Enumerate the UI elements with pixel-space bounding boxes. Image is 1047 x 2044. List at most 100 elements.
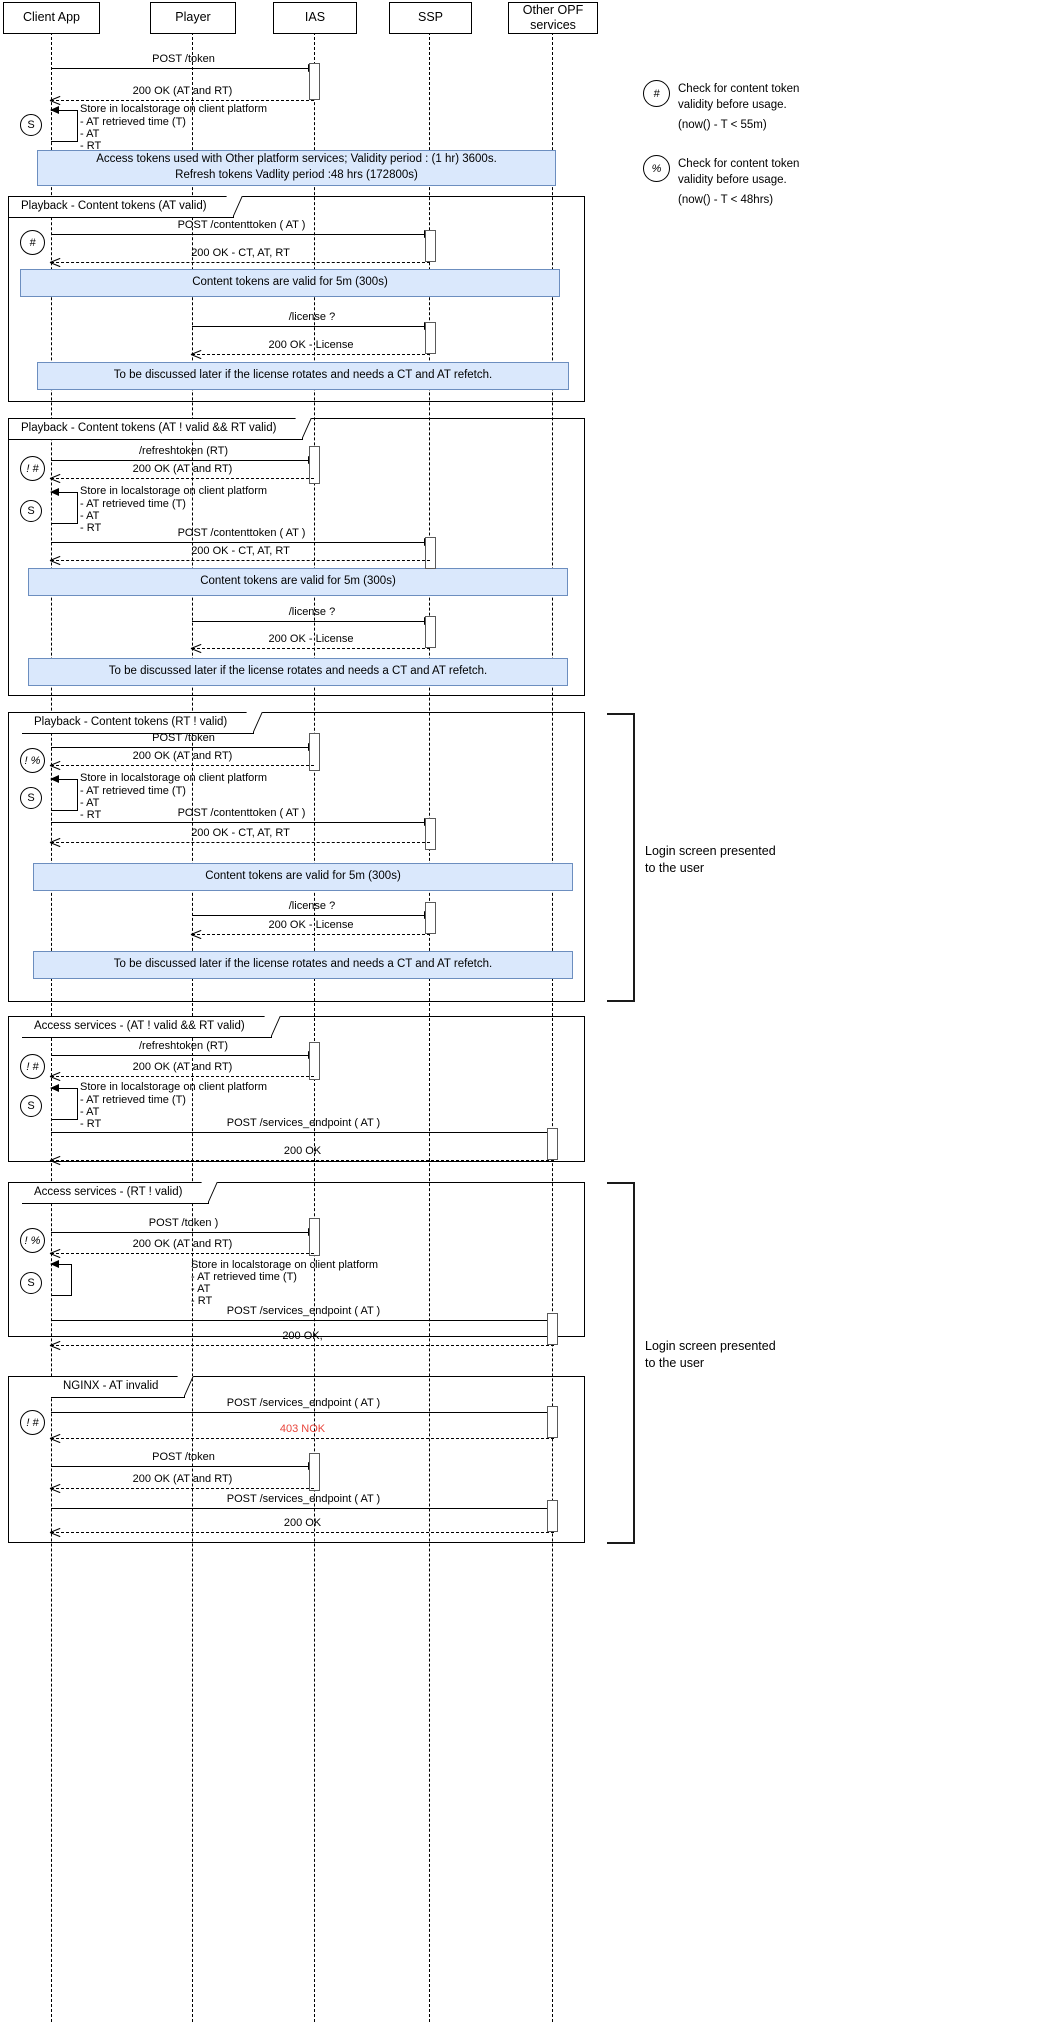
store-note-line-1: - AT retrieved time (T) — [80, 1094, 186, 1106]
activation-ias-f2 — [309, 446, 320, 484]
store-note-line-3: - RT — [80, 809, 102, 821]
marker-not-percent-f3: ! % — [20, 748, 45, 773]
store-note-line-2: - AT — [80, 510, 100, 522]
message-label: 200 OK, — [282, 1329, 323, 1342]
lifeline-opf — [552, 32, 553, 2022]
message-label: POST /services_endpoint ( AT ) — [226, 1492, 381, 1505]
note-access-tokens: Access tokens used with Other platform s… — [37, 150, 556, 186]
activation-ias-f4 — [309, 1042, 320, 1080]
message-label: POST /contenttoken ( AT ) — [177, 526, 306, 539]
fragment-playback-rt-invalid — [8, 712, 585, 1002]
arrowhead-left-solid-icon — [50, 1260, 59, 1268]
message-label: 200 OK (AT and RT) — [132, 462, 233, 475]
legend-percent-condition: (now() - T < 48hrs) — [678, 194, 774, 206]
store-note-title: Store in localstorage on client platform — [80, 485, 268, 497]
marker-not-percent-f5: ! % — [20, 1228, 45, 1253]
fragment-label-2: Playback - Content tokens (AT ! valid &&… — [9, 419, 304, 440]
activation-opf-f6-b — [547, 1500, 558, 1532]
store-note-line-2: - AT — [80, 1106, 100, 1118]
participant-player[interactable]: Player — [150, 2, 236, 34]
message-label: 200 OK — [283, 1144, 322, 1157]
message-label: 200 OK - CT, AT, RT — [191, 246, 290, 259]
message-label: /refreshtoken (RT) — [138, 1039, 229, 1052]
message-label: 200 OK (AT and RT) — [132, 1237, 233, 1250]
note-license-later-f2: To be discussed later if the license rot… — [28, 658, 568, 686]
self-message-store-f4: Store in localstorage on client platform… — [50, 1081, 267, 1130]
store-note-title: Store in localstorage on client platform — [80, 103, 268, 115]
self-message-store-1: Store in localstorage on client platform… — [50, 103, 267, 152]
activation-ssp-f1-a — [425, 230, 436, 262]
participant-label: IAS — [304, 10, 326, 25]
arrowhead-left-solid-icon — [50, 106, 59, 114]
message-label: 200 OK - License — [268, 338, 354, 351]
note-content-tokens-f1: Content tokens are valid for 5m (300s) — [20, 269, 560, 297]
note-content-tokens-f3: Content tokens are valid for 5m (300s) — [33, 863, 573, 891]
message-label: 200 OK (AT and RT) — [132, 84, 233, 97]
activation-ias-f6 — [309, 1453, 320, 1491]
participant-ias[interactable]: IAS — [273, 2, 357, 34]
store-note-line-1: - AT retrieved time (T) — [80, 116, 186, 128]
activation-ias-f5 — [309, 1218, 320, 1256]
participant-ssp[interactable]: SSP — [389, 2, 472, 34]
message-label: 200 OK (AT and RT) — [132, 1472, 233, 1485]
note-license-later-f3: To be discussed later if the license rot… — [33, 951, 573, 979]
message-label: /license ? — [288, 310, 336, 323]
legend-hash-text: Check for content token validity before … — [678, 83, 800, 111]
fragment-access-services-at-invalid-rt-valid — [8, 1016, 585, 1162]
fragment-label-5: Access services - (RT ! valid) — [22, 1183, 210, 1204]
message-label: /license ? — [288, 605, 336, 618]
participant-label: Other OPF services — [522, 2, 584, 32]
store-note-line-3: - RT — [80, 1118, 102, 1130]
message-label: POST /contenttoken ( AT ) — [177, 806, 306, 819]
activation-opf-f4 — [547, 1128, 558, 1160]
participant-client-app[interactable]: Client App — [3, 2, 100, 34]
message-label: POST /services_endpoint ( AT ) — [226, 1116, 381, 1129]
marker-store-f3: S — [20, 787, 42, 809]
fragment-playback-at-valid — [8, 196, 585, 402]
marker-store-f4: S — [20, 1095, 42, 1117]
store-note-title: Store in localstorage on client platform — [191, 1259, 379, 1271]
activation-ssp-f2-b — [425, 616, 436, 648]
store-note-title: Store in localstorage on client platform — [80, 772, 268, 784]
fragment-label-6: NGINX - AT invalid — [51, 1377, 186, 1398]
arrowhead-left-solid-icon — [50, 775, 59, 783]
bracket-label-login-screen-2: Login screen presented to the user — [645, 1339, 776, 1370]
fragment-label-4: Access services - (AT ! valid && RT vali… — [22, 1017, 272, 1038]
bracket-label-login-screen-1: Login screen presented to the user — [645, 844, 776, 875]
message-label: POST /token — [152, 1450, 215, 1463]
message-label: /license ? — [288, 899, 336, 912]
activation-ias-f3 — [309, 733, 320, 771]
activation-opf-f6-a — [547, 1406, 558, 1438]
message-label: 200 OK - CT, AT, RT — [191, 826, 290, 839]
message-label-error: 403 NOK — [279, 1422, 326, 1435]
participant-label: SSP — [417, 10, 443, 25]
legend-hash-condition: (now() - T < 55m) — [678, 119, 767, 131]
fragment-label-3: Playback - Content tokens (RT ! valid) — [22, 713, 255, 734]
marker-store-1: S — [20, 114, 42, 136]
participant-label: Client App — [23, 10, 80, 25]
message-label: 200 OK — [283, 1516, 322, 1529]
participant-other-opf-services[interactable]: Other OPF services — [508, 2, 598, 34]
legend-percent-text: Check for content token validity before … — [678, 158, 800, 186]
message-label: 200 OK - License — [268, 918, 354, 931]
store-note-line-3: - RT — [191, 1295, 213, 1307]
message-label: 200 OK (AT and RT) — [132, 749, 233, 762]
activation-ias-1 — [309, 63, 320, 100]
store-note-line-1: - AT retrieved time (T) — [80, 498, 186, 510]
store-note-title: Store in localstorage on client platform — [80, 1081, 268, 1093]
note-content-tokens-f2: Content tokens are valid for 5m (300s) — [28, 568, 568, 596]
fragment-nginx-at-invalid — [8, 1376, 585, 1543]
lifeline-ias — [314, 32, 315, 2022]
store-note-line-1: - AT retrieved time (T) — [80, 785, 186, 797]
marker-store-f5: S — [20, 1272, 42, 1294]
arrowhead-left-solid-icon — [50, 1084, 59, 1092]
message-label: 200 OK (AT and RT) — [132, 1060, 233, 1073]
marker-not-hash-f2: ! # — [20, 456, 45, 481]
self-message-store-f5: Store in localstorage on client platform… — [50, 1259, 378, 1307]
bracket-login-screen-2 — [607, 1182, 635, 1544]
activation-ssp-f3-b — [425, 902, 436, 934]
arrowhead-left-solid-icon — [50, 488, 59, 496]
store-note-line-3: - RT — [80, 522, 102, 534]
self-message-store-f2: Store in localstorage on client platform… — [50, 485, 267, 534]
